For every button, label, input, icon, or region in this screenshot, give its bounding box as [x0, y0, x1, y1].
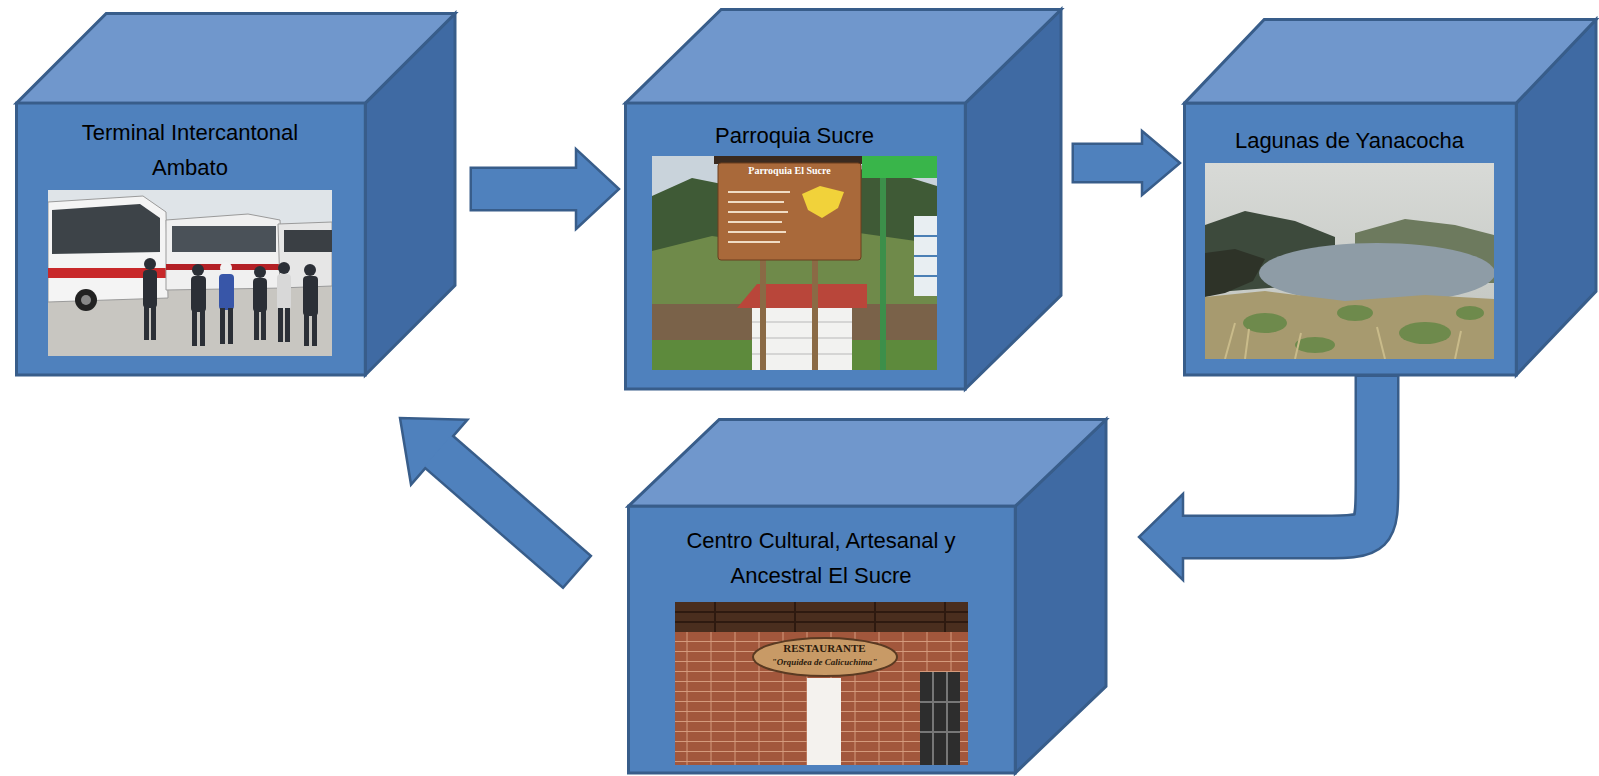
text-area: Lagunas de Yanacocha: [1183, 102, 1516, 158]
arrow-outline: [438, 451, 578, 573]
block-arrow: [400, 418, 578, 573]
parish-sign-photo: [652, 156, 937, 370]
cube-front: [626, 103, 966, 389]
text-area: Terminal Intercantonal Ambato: [15, 102, 365, 185]
photo-frame: RESTAURANTE "Orquidea de Calicuchima": [675, 602, 968, 765]
cube-top: [629, 420, 1107, 507]
cube-box: Terminal Intercantonal Ambato: [15, 12, 455, 375]
node-label: Centro Cultural, Artesanal y Ancestral E…: [651, 523, 991, 593]
cube-front: [629, 506, 1016, 773]
bus-terminal-photo: [48, 190, 332, 356]
sign-text: Parroquia El Sucre: [718, 165, 861, 177]
arrow-shaft: [1074, 145, 1144, 181]
sign-text: "Orquidea de Calicuchima": [755, 657, 895, 668]
cube-box: Centro Cultural, Artesanal y Ancestral E…: [627, 418, 1106, 773]
arrow-outline: [1181, 375, 1377, 538]
arrow-shaft: [438, 451, 576, 571]
cube-top: [626, 10, 1062, 104]
sign-text: RESTAURANTE: [755, 642, 895, 655]
cube-front: [1185, 103, 1517, 375]
cube-box: Parroquia Sucre Parroquia El Sucre: [624, 8, 1061, 389]
node-label: Parroquia Sucre: [635, 118, 955, 153]
arrow-shaft: [472, 169, 578, 209]
arrow-head: [576, 149, 619, 229]
arrow-head: [1139, 494, 1183, 580]
lagoon-photo: [1205, 163, 1494, 359]
arrow-outline: [1072, 143, 1145, 184]
text-area: Centro Cultural, Artesanal y Ancestral E…: [627, 505, 1015, 593]
cube-top: [17, 14, 456, 104]
node-label: Lagunas de Yanacocha: [1195, 123, 1505, 158]
cube-front: [17, 103, 366, 375]
restaurant-photo: [675, 602, 968, 765]
block-arrow: [470, 149, 620, 229]
photo-frame: [48, 190, 332, 356]
cube-box: Lagunas de Yanacocha: [1183, 18, 1596, 375]
cube-top: [1185, 20, 1597, 104]
block-arrow: [1072, 131, 1181, 195]
photo-frame: [1205, 163, 1494, 359]
text-area: Parroquia Sucre: [624, 102, 965, 153]
arrow-head: [1142, 131, 1180, 195]
photo-frame: Parroquia El Sucre: [652, 156, 937, 370]
block-arrow: [1139, 375, 1377, 581]
arrow-shaft: [1181, 377, 1377, 537]
node-label: Terminal Intercantonal Ambato: [45, 115, 335, 185]
arrow-outline: [470, 167, 579, 212]
